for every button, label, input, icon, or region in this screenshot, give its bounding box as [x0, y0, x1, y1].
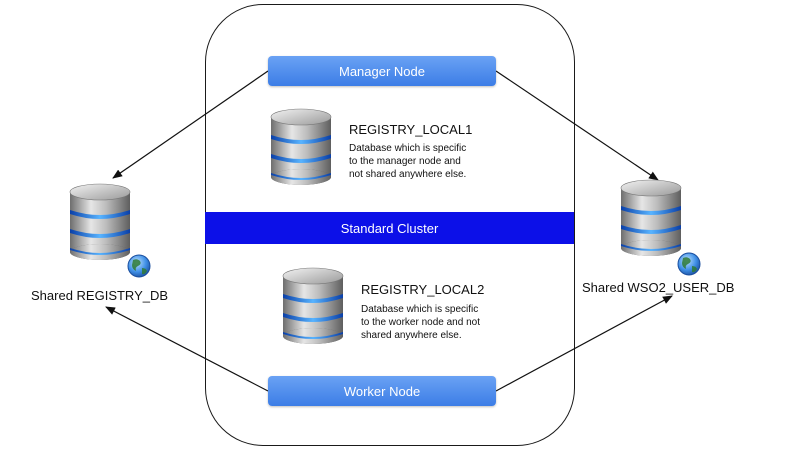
- manager-node-button: Manager Node: [268, 56, 496, 86]
- arrow-worker-to-user-db: [495, 295, 673, 392]
- registry-local1-desc-line: not shared anywhere else.: [349, 169, 467, 180]
- manager-node-label: Manager Node: [339, 63, 425, 79]
- worker-node-button: Worker Node: [268, 376, 496, 406]
- arrow-manager-to-registry-db: [112, 70, 269, 179]
- registry-local2-database-icon: [282, 267, 344, 345]
- globe-icon: [125, 252, 153, 280]
- registry-local2-desc-line: to the worker node and not: [361, 317, 480, 328]
- registry-local2-desc-line: Database which is specific: [361, 304, 479, 315]
- registry-local2-description: Database which is specific to the worker…: [361, 303, 480, 342]
- standard-cluster-label: Standard Cluster: [340, 220, 439, 236]
- worker-node-label: Worker Node: [343, 383, 421, 399]
- arrow-worker-to-registry-db: [105, 306, 269, 392]
- globe-icon: [675, 250, 703, 278]
- shared-registry-db-icon: [69, 183, 153, 280]
- registry-local1-database-icon: [270, 108, 332, 186]
- standard-cluster-band: Standard Cluster: [205, 212, 574, 244]
- shared-user-db-icon: [620, 179, 703, 278]
- registry-local2-desc-line: shared anywhere else.: [361, 330, 462, 341]
- registry-local1-description: Database which is specific to the manage…: [349, 142, 466, 181]
- shared-registry-db-label: Shared REGISTRY_DB: [31, 288, 169, 303]
- registry-local1-desc-line: to the manager node and: [349, 156, 461, 167]
- registry-local1-desc-line: Database which is specific: [349, 143, 467, 154]
- registry-local2-title: REGISTRY_LOCAL2: [361, 282, 485, 297]
- shared-user-db-label: Shared WSO2_USER_DB: [582, 280, 735, 295]
- registry-local1-title: REGISTRY_LOCAL1: [349, 122, 473, 137]
- arrow-manager-to-user-db: [495, 70, 659, 181]
